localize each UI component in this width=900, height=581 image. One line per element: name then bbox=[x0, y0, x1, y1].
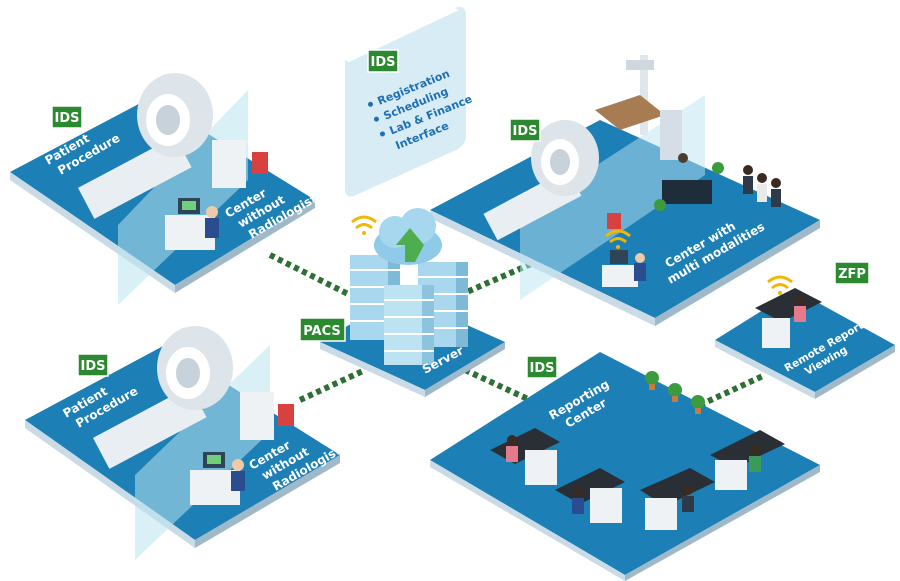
ids-card-label: IDS bbox=[371, 55, 396, 70]
plant bbox=[654, 199, 666, 211]
ids-label: IDS bbox=[513, 124, 538, 139]
plant bbox=[691, 395, 705, 414]
tag-ids-top-right: IDS bbox=[509, 118, 541, 142]
link-top-left bbox=[268, 252, 352, 298]
cabinet bbox=[212, 140, 246, 188]
mri-scanner bbox=[77, 73, 213, 219]
platform-top-right bbox=[430, 55, 820, 326]
tag-ids-bottom-left: IDS bbox=[77, 353, 109, 377]
medical-cart bbox=[607, 213, 621, 229]
wifi-icon bbox=[767, 275, 793, 295]
link-bottom-left bbox=[298, 367, 367, 403]
tag-ids-reporting: IDS bbox=[526, 355, 558, 379]
tag-ids-card bbox=[367, 49, 399, 73]
server-racks bbox=[350, 255, 468, 365]
platform-remote bbox=[715, 288, 895, 399]
workstation bbox=[602, 250, 646, 287]
plant bbox=[668, 383, 682, 402]
zfp-label: ZFP bbox=[838, 267, 866, 282]
plant bbox=[712, 162, 724, 174]
tag-pacs: PACS bbox=[299, 317, 346, 342]
wifi-icon bbox=[605, 229, 631, 249]
workstation bbox=[165, 198, 219, 250]
wifi-icon bbox=[351, 215, 377, 235]
medical-cart bbox=[278, 404, 294, 426]
cloud-icon bbox=[374, 208, 442, 265]
ids-label: IDS bbox=[81, 359, 106, 374]
link-remote bbox=[698, 372, 767, 408]
server-rack bbox=[384, 285, 434, 365]
cabinet bbox=[240, 392, 274, 440]
platform-reporting bbox=[430, 352, 820, 581]
reporting-desk bbox=[640, 468, 715, 530]
xray-machine bbox=[595, 55, 682, 160]
platform-bottom-left bbox=[25, 326, 340, 560]
platform-top-left bbox=[10, 73, 315, 305]
pacs-label: PACS bbox=[303, 324, 341, 339]
plant bbox=[645, 371, 659, 390]
reporting-desk bbox=[710, 430, 785, 490]
medical-cart bbox=[252, 152, 268, 174]
reporting-desk bbox=[490, 428, 560, 485]
waiting-people bbox=[743, 165, 781, 207]
ids-label: IDS bbox=[530, 361, 555, 376]
mri-scanner bbox=[483, 120, 599, 241]
mri-scanner bbox=[92, 326, 233, 469]
reporting-desk bbox=[755, 288, 822, 348]
workstation bbox=[190, 452, 245, 505]
tag-zfp: ZFP bbox=[834, 261, 870, 285]
reception-desk bbox=[662, 180, 712, 204]
tag-ids-top-left: IDS bbox=[51, 105, 83, 129]
reporting-desk bbox=[555, 468, 625, 523]
link-reporting bbox=[463, 367, 532, 403]
info-card: IDS Registration Scheduling Lab & Financ… bbox=[345, 7, 474, 197]
ids-label: IDS bbox=[55, 111, 80, 126]
